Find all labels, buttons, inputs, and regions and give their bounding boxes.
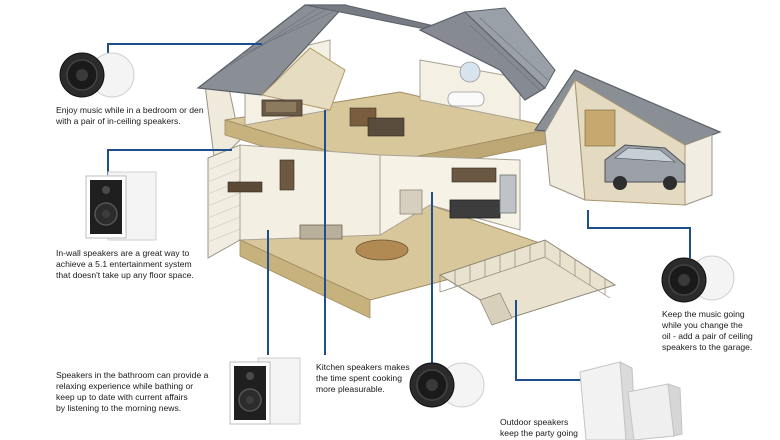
caption-bathroom: Speakers in the bathroom can provide a r… xyxy=(56,370,209,413)
callout-lines xyxy=(107,43,691,381)
dormer-roof-face xyxy=(463,7,556,89)
bed-blanket xyxy=(266,102,296,112)
in-ceiling-speaker-icon xyxy=(59,52,135,98)
dining-table xyxy=(355,239,409,261)
house-illustration xyxy=(196,4,617,326)
fridge xyxy=(499,174,517,214)
bookshelf xyxy=(279,159,295,191)
garage-illustration xyxy=(533,69,722,206)
car-icon xyxy=(604,144,686,190)
bedroom-bed-2 xyxy=(367,117,405,137)
callout-line-outdoor xyxy=(515,300,600,381)
garage-wall-right xyxy=(684,134,713,206)
caption-outdoor: Outdoor speakers keep the party going xyxy=(500,417,578,438)
bathtub xyxy=(447,91,485,107)
callout-line-in-wall xyxy=(107,149,232,175)
ground-floor-edge xyxy=(239,239,371,319)
main-roof-right xyxy=(304,4,461,33)
garage-ceiling-speaker-icon xyxy=(661,255,735,303)
ground-left-wall xyxy=(207,144,241,259)
upper-back-wall-right xyxy=(419,59,521,121)
caption-bedroom: Enjoy music while in a bedroom or den wi… xyxy=(56,105,204,126)
kitchen-ceiling-speaker-icon xyxy=(409,362,485,408)
kitchen-counter xyxy=(449,199,501,219)
caption-in-wall: In-wall speakers are a great way to achi… xyxy=(56,248,194,280)
desk xyxy=(227,181,263,193)
garage-shelves xyxy=(584,109,616,147)
in-wall-speaker-icon xyxy=(85,171,157,241)
sofa xyxy=(299,224,343,240)
caption-garage: Keep the music going while you change th… xyxy=(662,309,753,352)
bathroom-window xyxy=(459,61,481,83)
bathroom-speaker-icon xyxy=(229,357,301,425)
callout-line-garage xyxy=(587,210,691,258)
dormer-roof xyxy=(418,11,546,101)
kitchen-cabinets xyxy=(451,167,497,183)
outdoor-speaker-icon xyxy=(579,361,683,440)
roof-shingles xyxy=(214,7,549,91)
attic-cutaway xyxy=(260,47,346,111)
siding-lines xyxy=(207,156,241,243)
caption-kitchen: Kitchen speakers makes the time spent co… xyxy=(316,362,410,394)
deck-railing xyxy=(439,240,611,299)
deck-stairs xyxy=(479,292,513,326)
fireplace xyxy=(399,189,423,215)
